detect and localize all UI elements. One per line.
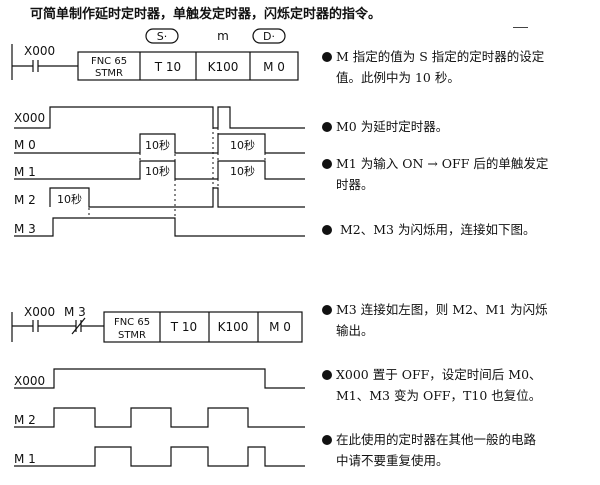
delay-label: 10秒 (230, 138, 255, 152)
signal-label-m3: M 3 (14, 222, 36, 236)
bullet-icon (322, 159, 332, 169)
signal-label-x000: X000 (14, 374, 45, 388)
divider-dash (513, 27, 528, 28)
cell-timer: T 10 (154, 60, 181, 74)
x000-waveform-2 (14, 368, 305, 389)
cell-constant: K100 (208, 60, 239, 74)
signal-label-m1: M 1 (14, 452, 36, 466)
fnc-number: FNC 65 (91, 56, 127, 67)
operand-label-s: S· (157, 30, 167, 43)
m2-waveform-2 (14, 407, 305, 428)
contact-label-m3: M 3 (64, 305, 86, 319)
signal-label-x000: X000 (14, 111, 45, 125)
fnc-mnemonic: STMR (118, 330, 146, 341)
signal-label-m2: M 2 (14, 193, 36, 207)
signal-label-m2: M 2 (14, 413, 36, 427)
bullet-icon (322, 225, 332, 235)
m1-waveform-2 (14, 446, 305, 467)
bullet-icon (322, 370, 332, 380)
instruction-box-2 (103, 311, 303, 343)
signal-label-m0: M 0 (14, 138, 36, 152)
fnc-number: FNC 65 (114, 317, 150, 328)
bullet-icon (322, 52, 332, 62)
note-item: 在此使用的定时器在其他一般的电路 中请不要重复使用。 (322, 429, 536, 471)
bullet-icon (322, 122, 332, 132)
cell-constant: K100 (218, 320, 249, 334)
contact-m3-nc-slash (71, 317, 86, 335)
note-item: X000 置于 OFF，设定时间后 M0、 M1、M3 变为 OFF，T10 也… (322, 364, 542, 406)
delay-label: 10秒 (145, 164, 170, 178)
operand-d-oval (252, 28, 286, 44)
note-item: M1 为输入 ON → OFF 后的单触发定 时器。 (322, 153, 548, 195)
contact-label-x000: X000 (24, 44, 55, 58)
m2-waveform (49, 187, 305, 208)
dashed-guides (88, 107, 266, 236)
note-item: M 指定的值为 S 指定的定时器的设定 值。此例中为 10 秒。 (322, 46, 544, 88)
operand-label-m: m (217, 29, 229, 43)
instruction-box (77, 51, 299, 81)
m3-waveform (14, 217, 305, 237)
delay-label: 10秒 (57, 192, 82, 206)
operand-label-d: D· (263, 30, 275, 43)
x000-waveform (14, 106, 305, 129)
delay-label: 10秒 (230, 164, 255, 178)
signal-label-m1: M 1 (14, 165, 36, 179)
contact-label-x000: X000 (24, 305, 55, 319)
operand-s-oval (145, 28, 179, 44)
cell-timer: T 10 (170, 320, 197, 334)
cell-device: M 0 (269, 320, 291, 334)
page-title: 可简单制作延时定时器，单触发定时器，闪烁定时器的指令。 (30, 7, 382, 22)
note-item: M2、M3 为闪烁用，连接如下图。 (322, 219, 535, 240)
note-item: M0 为延时定时器。 (322, 116, 448, 137)
bullet-icon (322, 305, 332, 315)
note-item: M3 连接如左图，则 M2、M1 为闪烁 输出。 (322, 299, 548, 341)
cell-device: M 0 (263, 60, 285, 74)
bullet-icon (322, 435, 332, 445)
fnc-mnemonic: STMR (95, 68, 123, 79)
delay-label: 10秒 (145, 138, 170, 152)
m0-waveform (14, 133, 305, 154)
